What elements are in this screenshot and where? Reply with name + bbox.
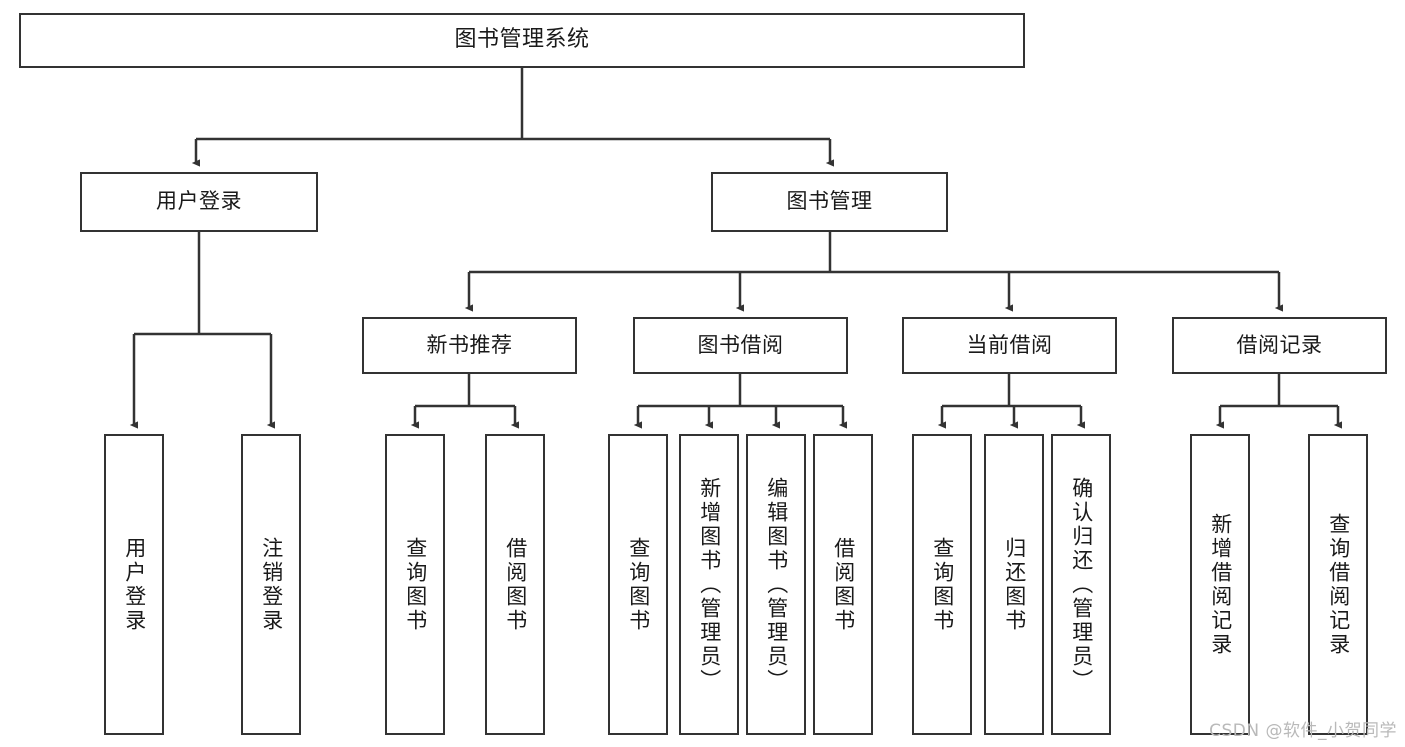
node-label-leaf-add-book: 新增图书（管理员） [697,476,722,693]
node-label-leaf-query-record: 查询借阅记录 [1326,512,1351,657]
node-user-login[interactable]: 用户登录 [80,172,318,232]
node-label-leaf-query-book-2: 查询图书 [626,536,651,633]
node-leaf-add-book[interactable]: 新增图书（管理员） [679,434,739,735]
edge-currentborrow-to-leaves [937,374,1086,429]
node-book-borrow[interactable]: 图书借阅 [633,317,848,374]
node-label-leaf-user-logout: 注销登录 [259,536,284,633]
edge-bookborrow-to-leaves [633,374,848,429]
node-label-leaf-confirm-return: 确认归还（管理员） [1069,476,1094,693]
node-label-current-borrow: 当前借阅 [966,332,1053,357]
node-label-book-mgmt: 图书管理 [786,189,873,214]
node-leaf-return-book[interactable]: 归还图书 [984,434,1044,735]
node-leaf-query-record[interactable]: 查询借阅记录 [1308,434,1368,735]
edge-root-to-level2 [191,68,835,167]
node-leaf-query-book-3[interactable]: 查询图书 [912,434,972,735]
node-leaf-borrow-book-1[interactable]: 借阅图书 [485,434,545,735]
node-label-leaf-user-login: 用户登录 [122,536,147,633]
node-label-book-borrow: 图书借阅 [697,332,784,357]
node-label-new-book-rec: 新书推荐 [426,332,513,357]
node-leaf-confirm-return[interactable]: 确认归还（管理员） [1051,434,1111,735]
node-leaf-user-logout[interactable]: 注销登录 [241,434,301,735]
node-leaf-user-login[interactable]: 用户登录 [104,434,164,735]
node-label-leaf-borrow-book-1: 借阅图书 [503,536,528,633]
node-book-mgmt[interactable]: 图书管理 [711,172,948,232]
edge-borrowrecord-to-leaves [1215,374,1343,429]
node-label-user-login: 用户登录 [156,189,242,214]
csdn-watermark: CSDN @软件_小贺同学 [1209,721,1397,741]
node-leaf-add-record[interactable]: 新增借阅记录 [1190,434,1250,735]
node-leaf-query-book-2[interactable]: 查询图书 [608,434,668,735]
node-label-leaf-query-book-3: 查询图书 [930,536,955,633]
edge-newbookrec-to-leaves [410,374,520,429]
node-current-borrow[interactable]: 当前借阅 [902,317,1117,374]
node-label-leaf-add-record: 新增借阅记录 [1208,512,1233,657]
node-root[interactable]: 图书管理系统 [19,13,1025,68]
edge-bookmgmt-to-level3 [464,232,1284,312]
node-leaf-borrow-book-2[interactable]: 借阅图书 [813,434,873,735]
node-label-leaf-return-book: 归还图书 [1002,536,1027,633]
node-label-root: 图书管理系统 [454,27,590,53]
node-new-book-rec[interactable]: 新书推荐 [362,317,577,374]
node-borrow-record[interactable]: 借阅记录 [1172,317,1387,374]
node-leaf-edit-book[interactable]: 编辑图书（管理员） [746,434,806,735]
node-leaf-query-book-1[interactable]: 查询图书 [385,434,445,735]
node-label-leaf-borrow-book-2: 借阅图书 [831,536,856,633]
node-label-leaf-edit-book: 编辑图书（管理员） [764,476,789,693]
edge-userlogin-to-leaves [129,232,276,429]
node-label-borrow-record: 借阅记录 [1236,332,1323,357]
node-label-leaf-query-book-1: 查询图书 [403,536,428,633]
